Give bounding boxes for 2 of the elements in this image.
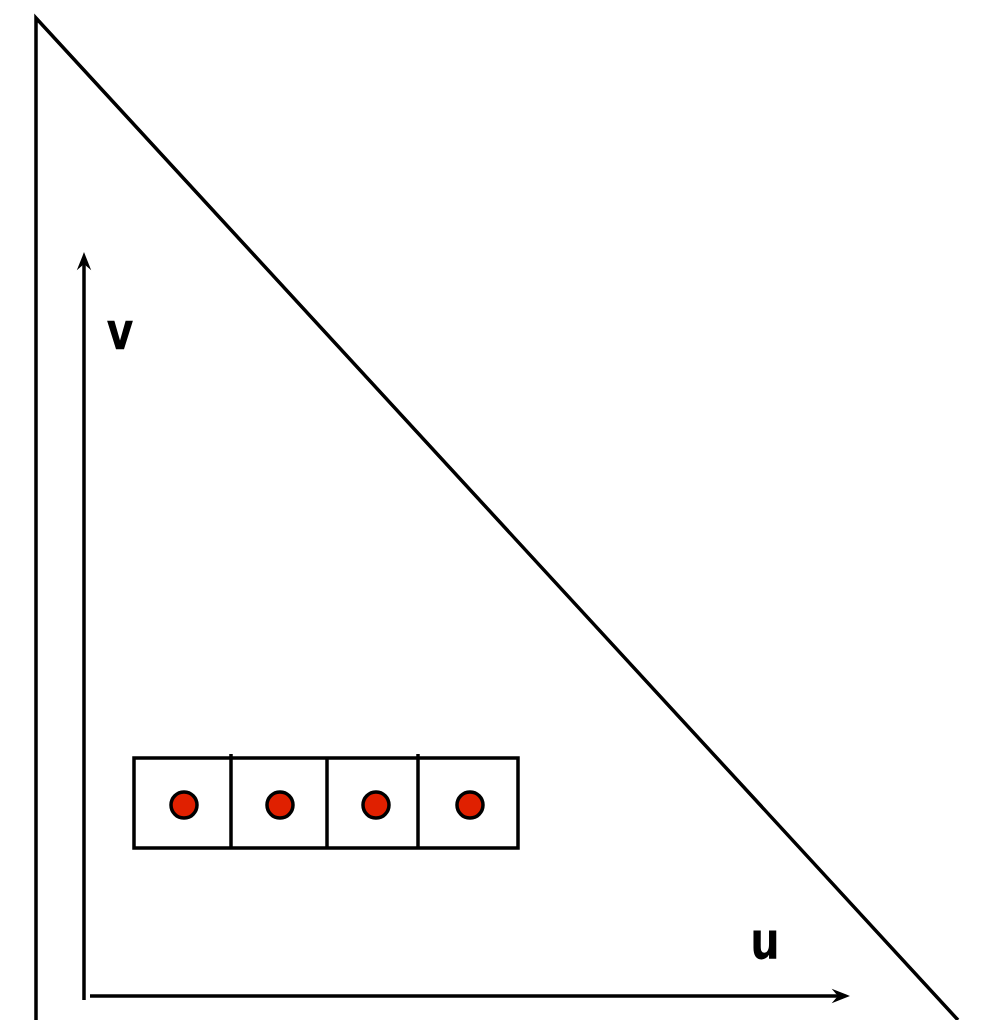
axis-label: u bbox=[753, 930, 777, 960]
axis-label: v bbox=[107, 320, 133, 350]
